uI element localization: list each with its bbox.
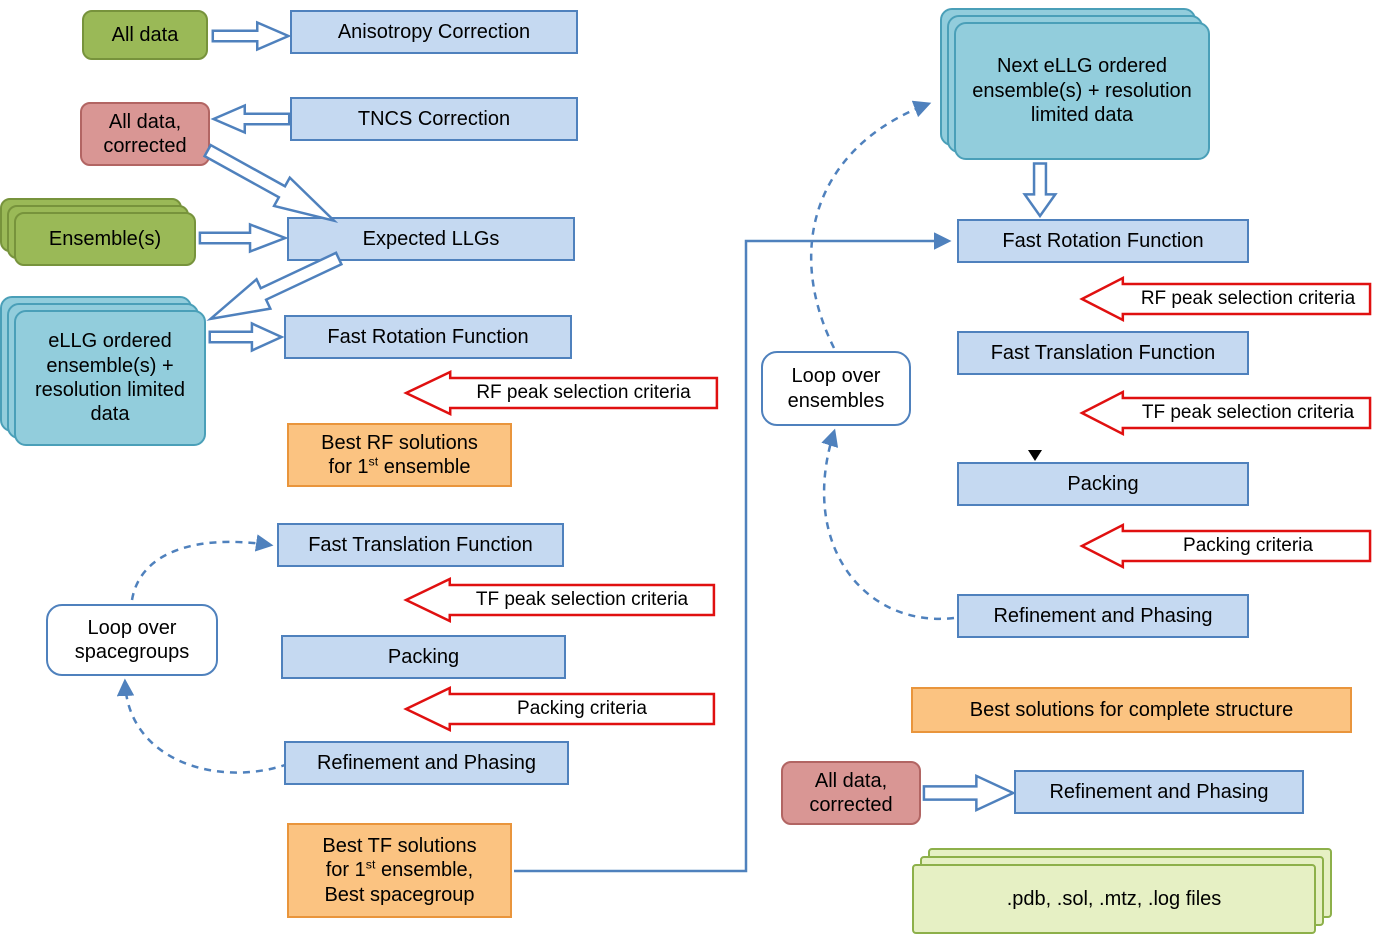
loop-spacegroups-forward-arrow [130, 534, 274, 601]
tncs-correction-label: TNCS Correction [357, 107, 511, 130]
down-arrowhead-icon [1028, 450, 1042, 461]
rf-criteria-label: RF peak selection criteria [476, 382, 691, 403]
tncs-correction-box: TNCS Correction [290, 97, 578, 141]
refinement-final-label: Refinement and Phasing [1049, 780, 1269, 803]
refinement-box: Refinement and Phasing [284, 741, 569, 785]
ensembles-stack: Ensemble(s) [0, 198, 196, 266]
down-arrow-icon [1023, 163, 1057, 217]
refinement-right-label: Refinement and Phasing [993, 604, 1213, 627]
expected-llgs-label: Expected LLGs [362, 227, 500, 250]
best-tf-line2a: for 1 [325, 859, 366, 882]
output-files-box: .pdb, .sol, .mtz, .log files [912, 864, 1316, 934]
right-arrow-icon [199, 223, 287, 253]
loop-ensembles-back-arrow [821, 428, 955, 621]
packing-criteria-label: Packing criteria [517, 698, 647, 719]
fast-rotation-box: Fast Rotation Function [284, 315, 572, 359]
all-data-corrected-box: All data, corrected [80, 102, 210, 166]
best-rf-sup: st [368, 454, 379, 469]
best-tf-line1: Best TF solutions [322, 834, 477, 857]
loop-spacegroups-label: Loop over spacegroups [74, 616, 190, 663]
packing-criteria-arrow: Packing criteria [404, 687, 716, 731]
tf-criteria-right-arrow: TF peak selection criteria [1080, 391, 1372, 435]
fast-translation-right-box: Fast Translation Function [957, 331, 1249, 375]
tf-criteria-arrow: TF peak selection criteria [404, 578, 716, 622]
refinement-final-box: Refinement and Phasing [1014, 770, 1304, 814]
loop-spacegroups-back-arrow [116, 678, 289, 774]
anisotropy-correction-label: Anisotropy Correction [337, 20, 531, 43]
right-arrow-icon [923, 774, 1015, 812]
right-arrow-icon [212, 21, 290, 51]
packing-criteria-right-arrow: Packing criteria [1080, 524, 1372, 568]
fast-rotation-label: Fast Rotation Function [327, 325, 529, 348]
rf-criteria-right-label: RF peak selection criteria [1140, 288, 1356, 309]
best-tf-line2b: ensemble, [375, 859, 474, 882]
best-solutions-label: Best solutions for complete structure [969, 698, 1294, 721]
best-rf-solutions-box: Best RF solutions for 1st ensemble [287, 423, 512, 487]
fast-rotation-right-box: Fast Rotation Function [957, 219, 1249, 263]
all-data-corrected-label: All data, corrected [103, 110, 187, 157]
tf-criteria-label: TF peak selection criteria [475, 589, 689, 610]
all-data-box: All data [82, 10, 208, 60]
packing-criteria-right-label: Packing criteria [1183, 535, 1313, 556]
diagonal-arrow-icon [198, 134, 346, 238]
packing-box: Packing [281, 635, 566, 679]
all-data-corrected-right-label: All data, corrected [809, 769, 893, 816]
loop-ensembles-forward-arrow [809, 100, 932, 349]
tf-criteria-right-label: TF peak selection criteria [1141, 402, 1355, 423]
left-arrow-icon [212, 104, 290, 134]
best-rf-line2b: ensemble [378, 456, 471, 478]
loop-ensembles-label: Loop over ensembles [787, 365, 885, 412]
ensembles-label: Ensemble(s) [48, 227, 162, 250]
packing-right-label: Packing [1067, 472, 1139, 495]
refinement-label: Refinement and Phasing [316, 751, 537, 774]
fast-translation-right-label: Fast Translation Function [990, 341, 1216, 364]
rf-criteria-arrow: RF peak selection criteria [404, 371, 719, 415]
best-tf-solutions-box: Best TF solutions for 1st ensemble, Best… [287, 823, 512, 918]
fast-rotation-right-label: Fast Rotation Function [1002, 229, 1204, 252]
diagonal-arrow-icon [200, 242, 347, 337]
best-rf-line1: Best RF solutions [321, 431, 478, 454]
best-rf-solutions-text: Best RF solutions for 1st ensemble [321, 431, 478, 480]
all-data-label: All data [111, 23, 179, 46]
best-tf-sup: st [365, 857, 376, 872]
output-files-label: .pdb, .sol, .mtz, .log files [1006, 887, 1222, 910]
ensembles-box: Ensemble(s) [14, 212, 196, 266]
next-ellg-label: Next eLLG ordered ensemble(s) + resoluti… [972, 55, 1192, 127]
packing-right-box: Packing [957, 462, 1249, 506]
best-tf-solutions-text: Best TF solutions for 1st ensemble, Best… [322, 834, 476, 907]
best-tf-to-right-column-connector [514, 232, 952, 873]
best-solutions-box: Best solutions for complete structure [911, 687, 1352, 733]
next-ellg-box: Next eLLG ordered ensemble(s) + resoluti… [954, 22, 1210, 160]
next-ellg-stack: Next eLLG ordered ensemble(s) + resoluti… [940, 8, 1210, 160]
right-arrow-icon [209, 322, 283, 352]
rf-criteria-right-arrow: RF peak selection criteria [1080, 277, 1372, 321]
loop-spacegroups-box: Loop over spacegroups [46, 604, 218, 676]
refinement-right-box: Refinement and Phasing [957, 594, 1249, 638]
all-data-corrected-right-box: All data, corrected [781, 761, 921, 825]
best-tf-line3: Best spacegroup [324, 883, 475, 906]
loop-ensembles-box: Loop over ensembles [761, 351, 911, 426]
packing-label: Packing [387, 645, 460, 668]
output-files-stack: .pdb, .sol, .mtz, .log files [912, 848, 1332, 934]
ellg-ensembles-stack: eLLG ordered ensemble(s) + resolution li… [0, 296, 206, 446]
ellg-ensembles-box: eLLG ordered ensemble(s) + resolution li… [14, 310, 206, 446]
fast-translation-label: Fast Translation Function [308, 533, 533, 556]
fast-translation-box: Fast Translation Function [277, 523, 564, 567]
ellg-ensembles-label: eLLG ordered ensemble(s) + resolution li… [34, 330, 186, 426]
anisotropy-correction-box: Anisotropy Correction [290, 10, 578, 54]
best-rf-line2a: for 1 [328, 456, 369, 478]
